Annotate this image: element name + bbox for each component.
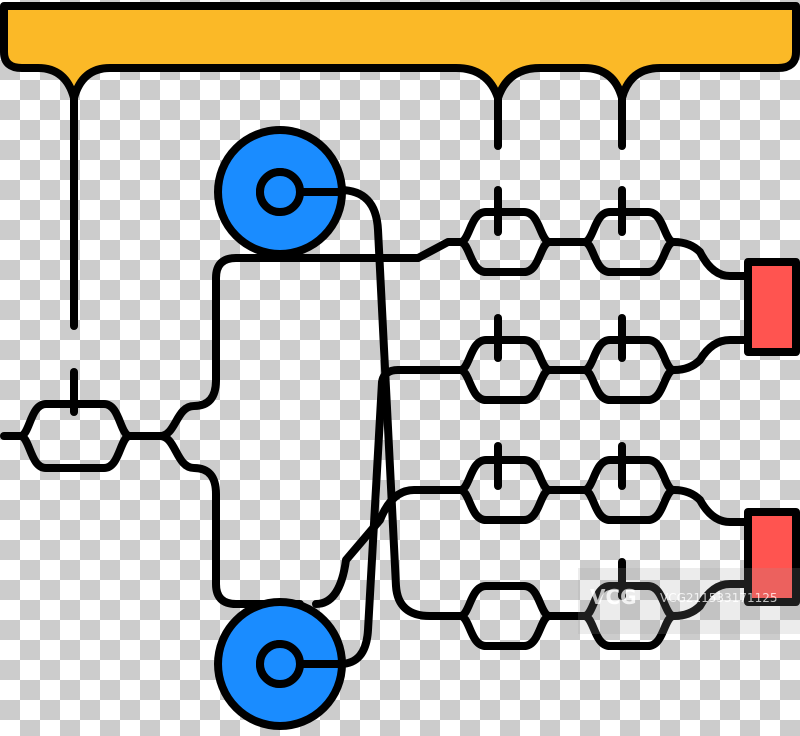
fiber-reel-icon [214,598,346,730]
fiber-reel-icon [214,126,346,258]
detector-icon [744,508,800,606]
fiber-line [336,366,464,668]
branch-waveguide [156,254,422,440]
detector-icon [744,258,800,356]
interferometer-row-1 [456,208,678,276]
control-bar-icon [0,2,800,102]
watermark: VCG VCG211533171125 [578,568,800,634]
watermark-logo: VCG [590,585,637,609]
interferometer-row-3 [456,456,678,524]
branch-waveguide [156,432,304,608]
fiber-line [336,186,464,620]
output-waveguide [670,486,752,526]
fiber-line [312,486,464,608]
output-waveguide [670,336,752,374]
output-waveguide [670,238,752,280]
interferometer-row-2 [456,336,678,404]
output-waveguide [670,580,752,620]
fiber-line [414,238,464,262]
watermark-id: VCG211533171125 [660,591,778,605]
